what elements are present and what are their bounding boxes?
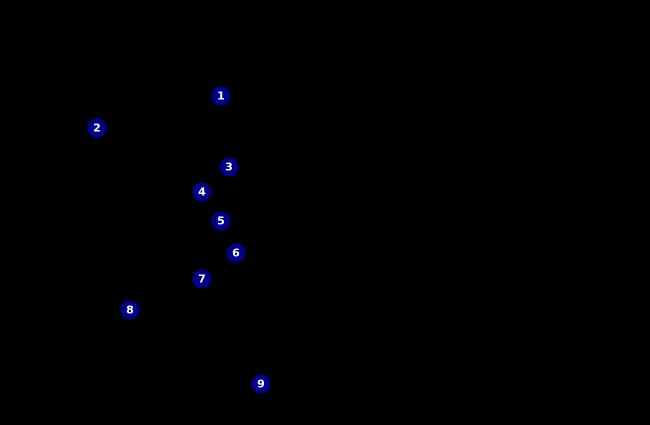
som-marker-7[interactable]: 7: [192, 269, 212, 289]
som-marker-5[interactable]: 5: [211, 211, 231, 231]
som-marker-8[interactable]: 8: [120, 300, 140, 320]
som-marker-3[interactable]: 3: [219, 157, 239, 177]
som-marker-9[interactable]: 9: [251, 374, 271, 394]
som-marker-1[interactable]: 1: [211, 86, 231, 106]
som-marker-6[interactable]: 6: [226, 243, 246, 263]
som-marker-4[interactable]: 4: [192, 182, 212, 202]
som-marker-2[interactable]: 2: [87, 118, 107, 138]
